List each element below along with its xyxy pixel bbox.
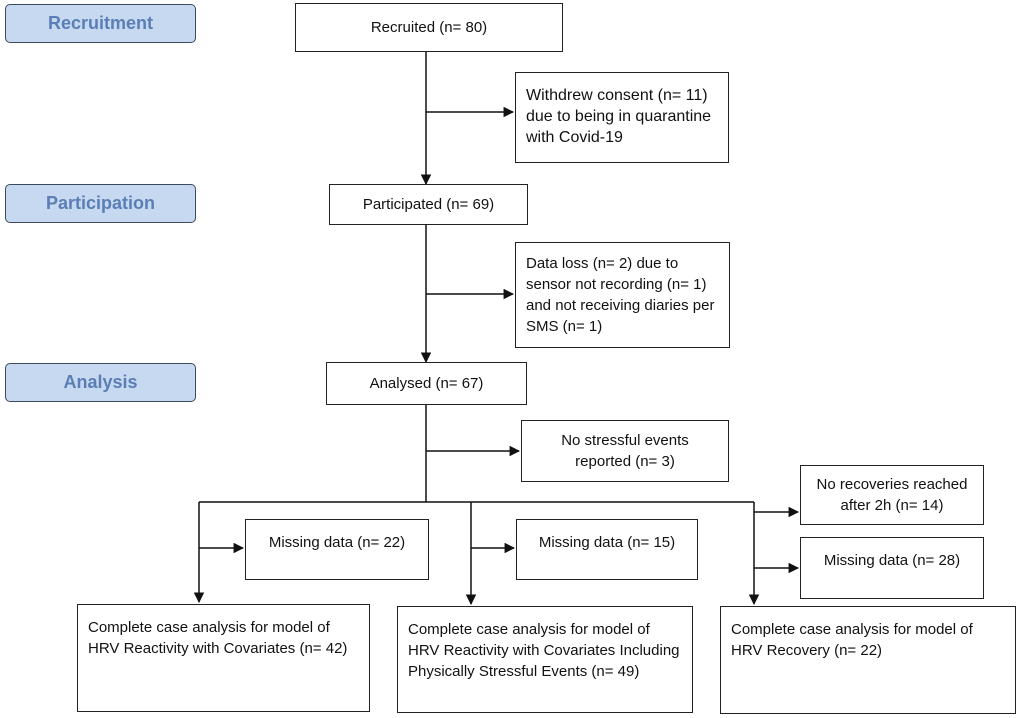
participated-box: Participated (n= 69): [329, 184, 528, 225]
no-recoveries-box: No recoveries reached after 2h (n= 14): [800, 465, 984, 525]
stage-recruitment: Recruitment: [5, 4, 196, 43]
no-stressful-box: No stressful events reported (n= 3): [521, 420, 729, 482]
withdrew-box: Withdrew consent (n= 11) due to being in…: [515, 72, 729, 163]
data-loss-box: Data loss (n= 2) due to sensor not recor…: [515, 242, 730, 348]
missing-data-box-1: Missing data (n= 22): [245, 519, 429, 580]
complete-case-box-3: Complete case analysis for model of HRV …: [720, 606, 1016, 714]
stage-analysis: Analysis: [5, 363, 196, 402]
complete-case-box-2: Complete case analysis for model of HRV …: [397, 606, 693, 713]
stage-participation: Participation: [5, 184, 196, 223]
analysed-box: Analysed (n= 67): [326, 362, 527, 405]
recruited-box: Recruited (n= 80): [295, 3, 563, 52]
missing-data-box-2: Missing data (n= 15): [516, 519, 698, 580]
missing-data-box-3: Missing data (n= 28): [800, 537, 984, 599]
complete-case-box-1: Complete case analysis for model of HRV …: [77, 604, 370, 712]
